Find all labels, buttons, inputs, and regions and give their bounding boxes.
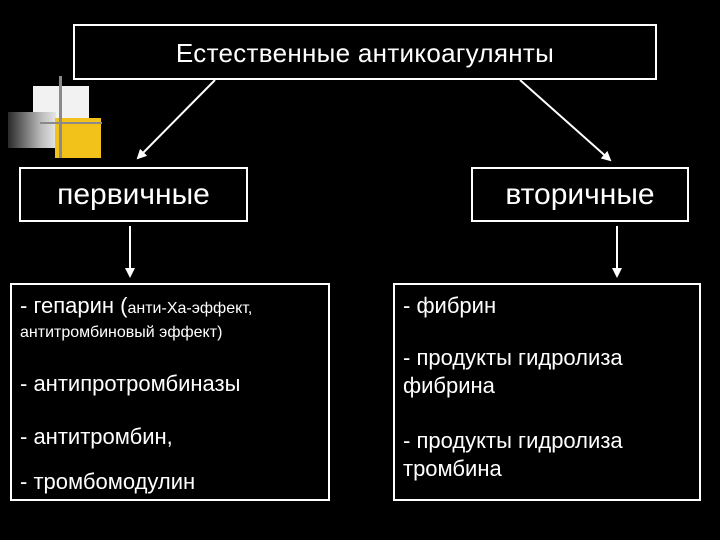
secondary-items-box: - фибрин - продукты гидролиза фибрина - … bbox=[393, 283, 701, 501]
list-item-antiprothrombinase: - антипротромбиназы bbox=[20, 371, 241, 396]
heparin-note: анти-Ха-эффект, bbox=[127, 300, 253, 317]
list-item-fibrin-hydrolysis: - продукты гидролиза bbox=[403, 345, 623, 370]
heparin-label: - гепарин ( bbox=[20, 293, 128, 318]
decor-vertical-line bbox=[59, 76, 62, 158]
list-item-heparin: - гепарин (анти-Ха-эффект, bbox=[20, 293, 252, 322]
decor-gradient-block bbox=[8, 112, 56, 148]
list-item-thrombin-hydrolysis-cont: тромбина bbox=[403, 456, 502, 481]
list-item-thrombomodulin: - тромбомодулин bbox=[20, 469, 196, 494]
list-item-thrombin-hydrolysis: - продукты гидролиза bbox=[403, 428, 623, 453]
category-secondary-box: вторичные bbox=[471, 167, 689, 222]
primary-items-box: - гепарин (анти-Ха-эффект, антитромбинов… bbox=[10, 283, 330, 501]
title-box: Естественные антикоагулянты bbox=[73, 24, 657, 80]
list-item-antithrombin: - антитромбин, bbox=[20, 424, 173, 449]
decor-yellow-block bbox=[55, 118, 101, 158]
heparin-note-continued: антитромбиновый эффект) bbox=[20, 324, 223, 341]
category-primary-label: первичные bbox=[57, 178, 210, 211]
list-item-fibrin: - фибрин bbox=[403, 293, 497, 318]
category-secondary-label: вторичные bbox=[505, 178, 655, 211]
category-primary-box: первичные bbox=[19, 167, 248, 222]
decor-horizontal-line bbox=[40, 122, 102, 124]
diagram-title: Естественные антикоагулянты bbox=[175, 38, 555, 68]
arrow-title-to-primary bbox=[136, 79, 216, 160]
list-item-fibrin-hydrolysis-cont: фибрина bbox=[403, 373, 495, 398]
arrow-title-to-secondary bbox=[519, 79, 612, 162]
